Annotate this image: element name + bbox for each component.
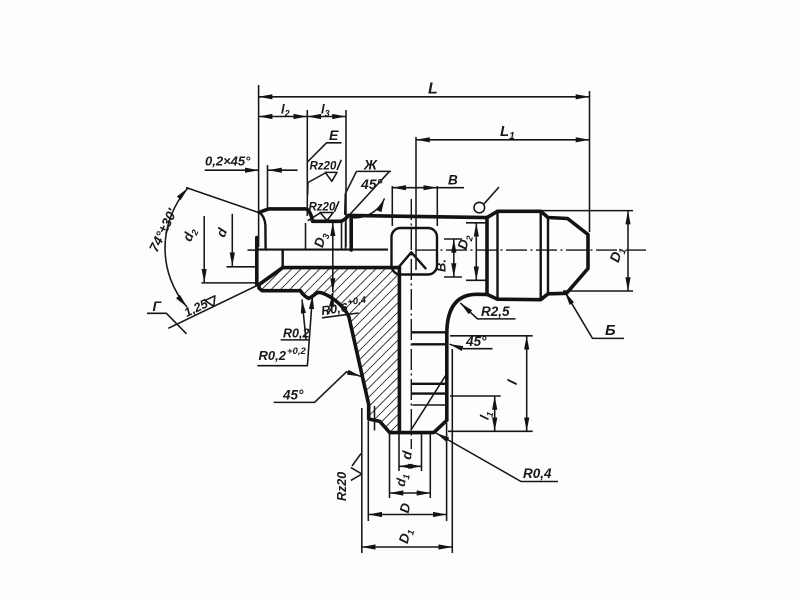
svg-text:B: B <box>448 173 458 188</box>
svg-text:l3: l3 <box>321 102 330 119</box>
svg-text:L: L <box>428 81 438 98</box>
svg-text:+0,2: +0,2 <box>287 346 306 357</box>
svg-text:D: D <box>397 501 414 514</box>
svg-text:l: l <box>504 377 521 386</box>
svg-text:R0,4: R0,4 <box>523 466 552 481</box>
svg-text:B.: B. <box>434 259 449 272</box>
svg-text:R0,2: R0,2 <box>259 348 287 363</box>
svg-text:Б: Б <box>605 322 616 339</box>
svg-text:Г: Г <box>153 298 163 314</box>
svg-text:45°: 45° <box>465 334 487 349</box>
svg-text:R0,2: R0,2 <box>283 327 309 341</box>
svg-text:l2: l2 <box>281 102 290 119</box>
svg-text:d: d <box>399 449 415 460</box>
svg-text:E: E <box>329 127 339 143</box>
svg-text:Ж: Ж <box>363 157 378 173</box>
svg-text:Rz20: Rz20 <box>335 472 349 501</box>
svg-text:45°: 45° <box>360 176 383 192</box>
svg-text:Rz20: Rz20 <box>309 201 336 213</box>
svg-text:0,2×45°: 0,2×45° <box>205 154 251 169</box>
svg-text:R2,5: R2,5 <box>481 304 510 319</box>
svg-text:+0,4: +0,4 <box>347 295 368 309</box>
svg-text:45°: 45° <box>282 388 304 403</box>
svg-text:Rz20: Rz20 <box>310 161 337 173</box>
